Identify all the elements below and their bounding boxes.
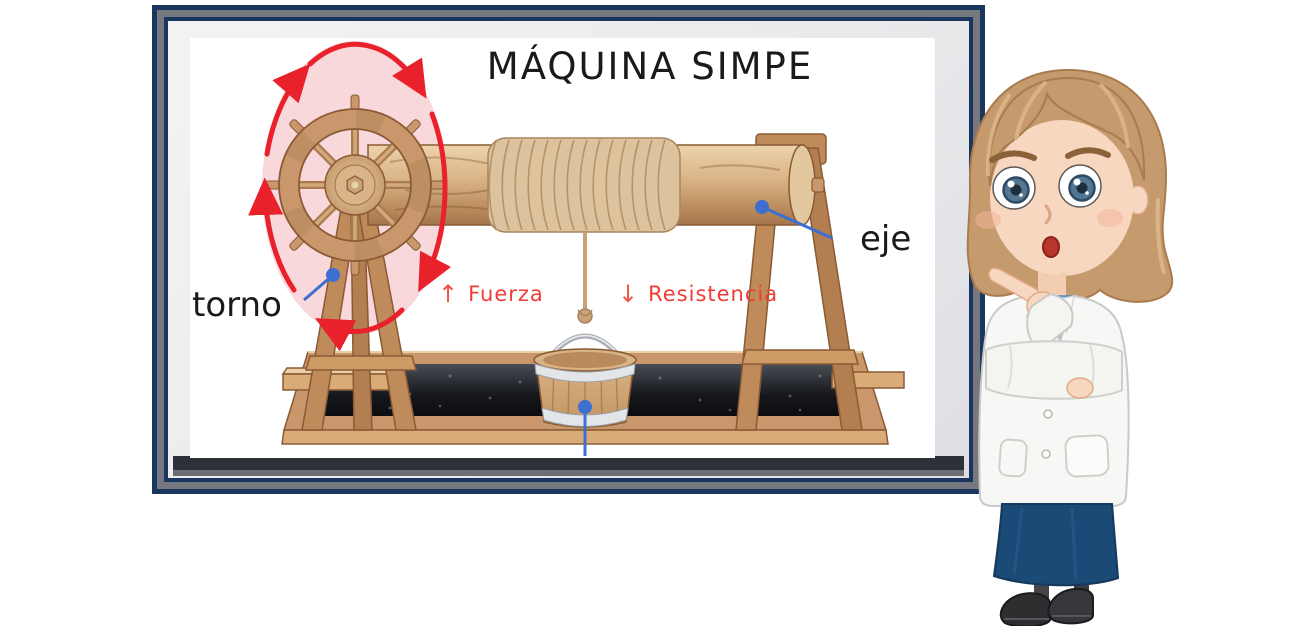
label-resistencia: ↓ Resistencia <box>618 280 778 308</box>
blush-right <box>1097 209 1123 227</box>
coat-pocket-left <box>998 438 1028 478</box>
marker-tray <box>173 456 964 470</box>
mouth <box>1042 236 1060 258</box>
hair-highlights <box>985 80 1166 275</box>
callout-markers <box>303 200 833 456</box>
shoe-left <box>999 592 1051 626</box>
bucket <box>533 333 637 428</box>
hanging-rope <box>577 232 593 324</box>
marker-dot-bucket <box>578 400 592 414</box>
whiteboard-frame-gray: MÁQUINA SIMPE torno eje ↑ Fuerza ↓ Resis… <box>157 10 980 489</box>
coat-button <box>1041 449 1051 459</box>
label-torno: torno <box>192 285 282 325</box>
label-eje: eje <box>860 219 912 259</box>
skirt <box>992 503 1120 587</box>
whiteboard-frame: MÁQUINA SIMPE torno eje ↑ Fuerza ↓ Resis… <box>152 5 985 494</box>
whiteboard-canvas: MÁQUINA SIMPE torno eje ↑ Fuerza ↓ Resis… <box>190 38 935 458</box>
pointing-hand <box>988 267 1074 352</box>
wheel-rim <box>279 109 431 261</box>
down-arrow-icon: ↓ <box>618 280 640 308</box>
marker-dot-torno <box>326 268 340 282</box>
marker-tray-edge <box>173 470 964 476</box>
rope-coil <box>487 137 681 233</box>
crossed-arms <box>985 340 1123 400</box>
left-support-frame <box>301 202 417 431</box>
coat-pocket-right <box>1064 434 1110 478</box>
neck <box>1038 270 1066 298</box>
windlass-diagram <box>248 41 905 456</box>
nose <box>1044 204 1052 225</box>
up-arrow-icon: ↑ <box>438 280 460 308</box>
eyebrow-right <box>1065 147 1111 159</box>
whiteboard-surround: MÁQUINA SIMPE torno eje ↑ Fuerza ↓ Resis… <box>168 21 969 478</box>
tucked-hand <box>1066 377 1094 399</box>
scientist-girl <box>966 68 1174 626</box>
coat-button <box>1043 409 1053 419</box>
rotation-arrows-icon <box>248 41 452 352</box>
bucket-band-top <box>534 363 636 383</box>
axle-peg <box>811 177 825 193</box>
shoe-right <box>1047 587 1094 625</box>
diagram-title: MÁQUINA SIMPE <box>486 45 814 88</box>
marker-dot-eje <box>755 200 769 214</box>
label-fuerza-text: Fuerza <box>468 282 544 306</box>
eyebrow-left <box>989 150 1037 163</box>
eyes <box>992 164 1102 210</box>
label-fuerza: ↑ Fuerza <box>438 280 544 308</box>
blush-left <box>975 211 1001 229</box>
label-resistencia-text: Resistencia <box>648 282 779 306</box>
crank-wheel <box>264 94 446 276</box>
whiteboard-frame-inner: MÁQUINA SIMPE torno eje ↑ Fuerza ↓ Resis… <box>164 17 973 482</box>
